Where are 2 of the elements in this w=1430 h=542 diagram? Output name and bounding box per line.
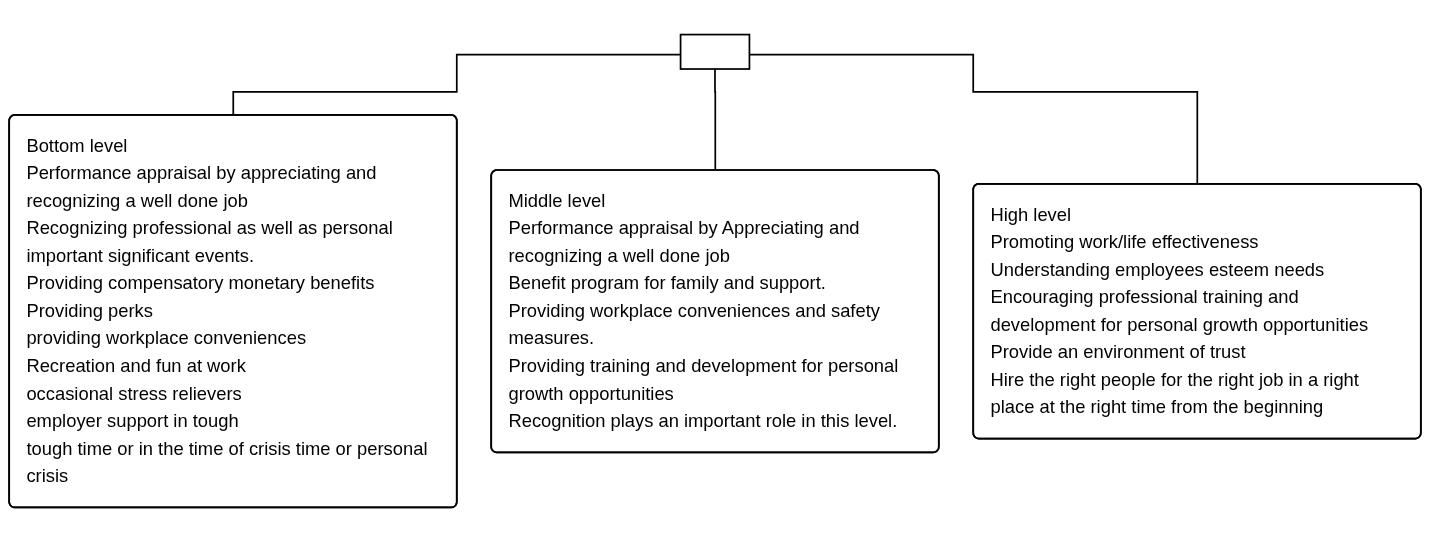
node-box xyxy=(679,33,751,70)
connector xyxy=(714,68,717,172)
